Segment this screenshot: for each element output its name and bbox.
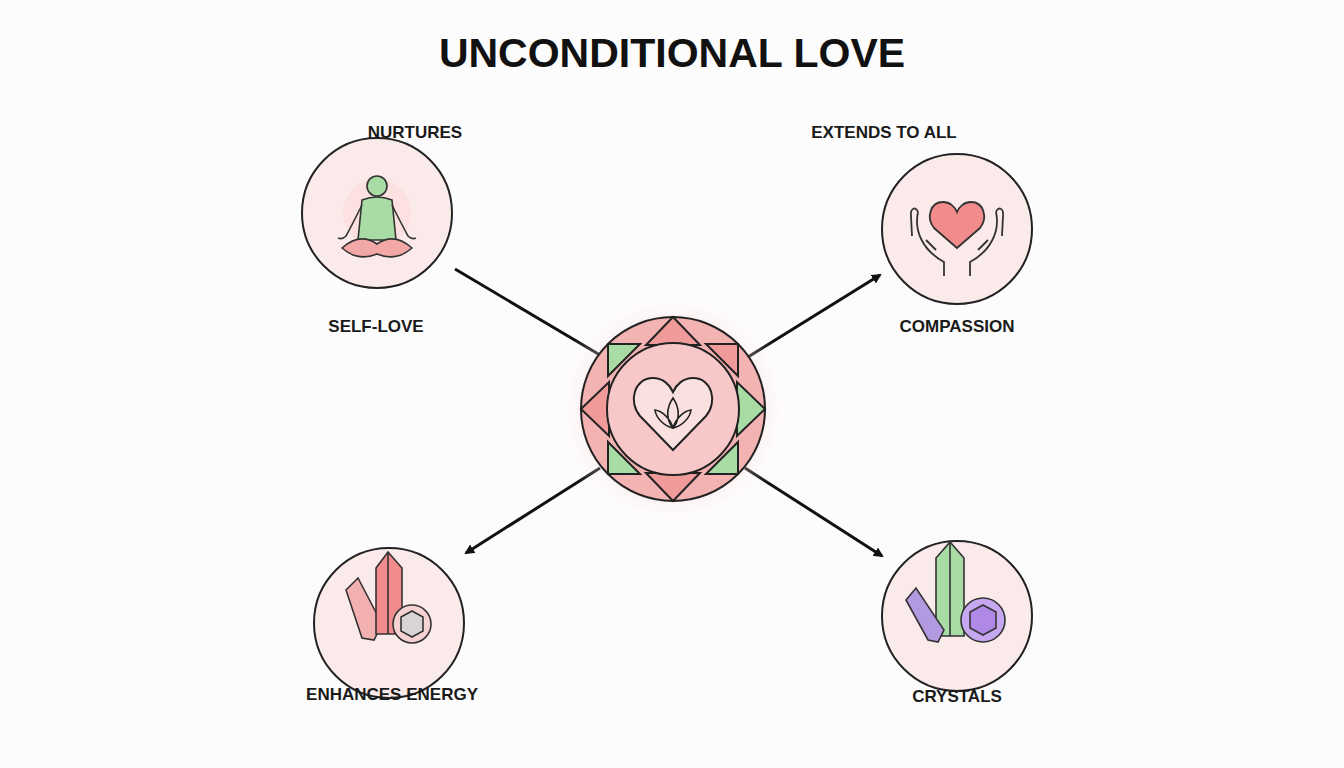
meditation-icon <box>338 176 416 257</box>
lotus-emblem <box>553 289 793 529</box>
node-label: COMPASSION <box>900 317 1015 337</box>
node-label: EXTENDS TO ALL <box>811 123 956 143</box>
icon-circle <box>882 541 1032 691</box>
node-label: ENHANCES ENERGY <box>306 685 478 705</box>
node-label: NURTURES <box>368 123 462 143</box>
diagram-title: UNCONDITIONAL LOVE <box>0 30 1344 77</box>
node-label: CRYSTALS <box>912 687 1002 707</box>
icon-node: NURTURESSELF-LOVE <box>302 138 452 288</box>
node-label: SELF-LOVE <box>328 317 423 337</box>
icon-circle <box>314 548 464 698</box>
icon-node: ENHANCES ENERGY <box>314 548 464 698</box>
crystal-icon <box>346 552 431 643</box>
hands-heart-icon <box>911 202 1003 276</box>
icon-circle <box>882 154 1032 304</box>
icon-node: EXTENDS TO ALLCOMPASSION <box>882 154 1032 304</box>
arrow-lines <box>455 269 882 556</box>
icon-node: CRYSTALS <box>882 541 1032 691</box>
crystal-icon <box>906 542 1005 642</box>
icon-circle <box>302 138 452 288</box>
